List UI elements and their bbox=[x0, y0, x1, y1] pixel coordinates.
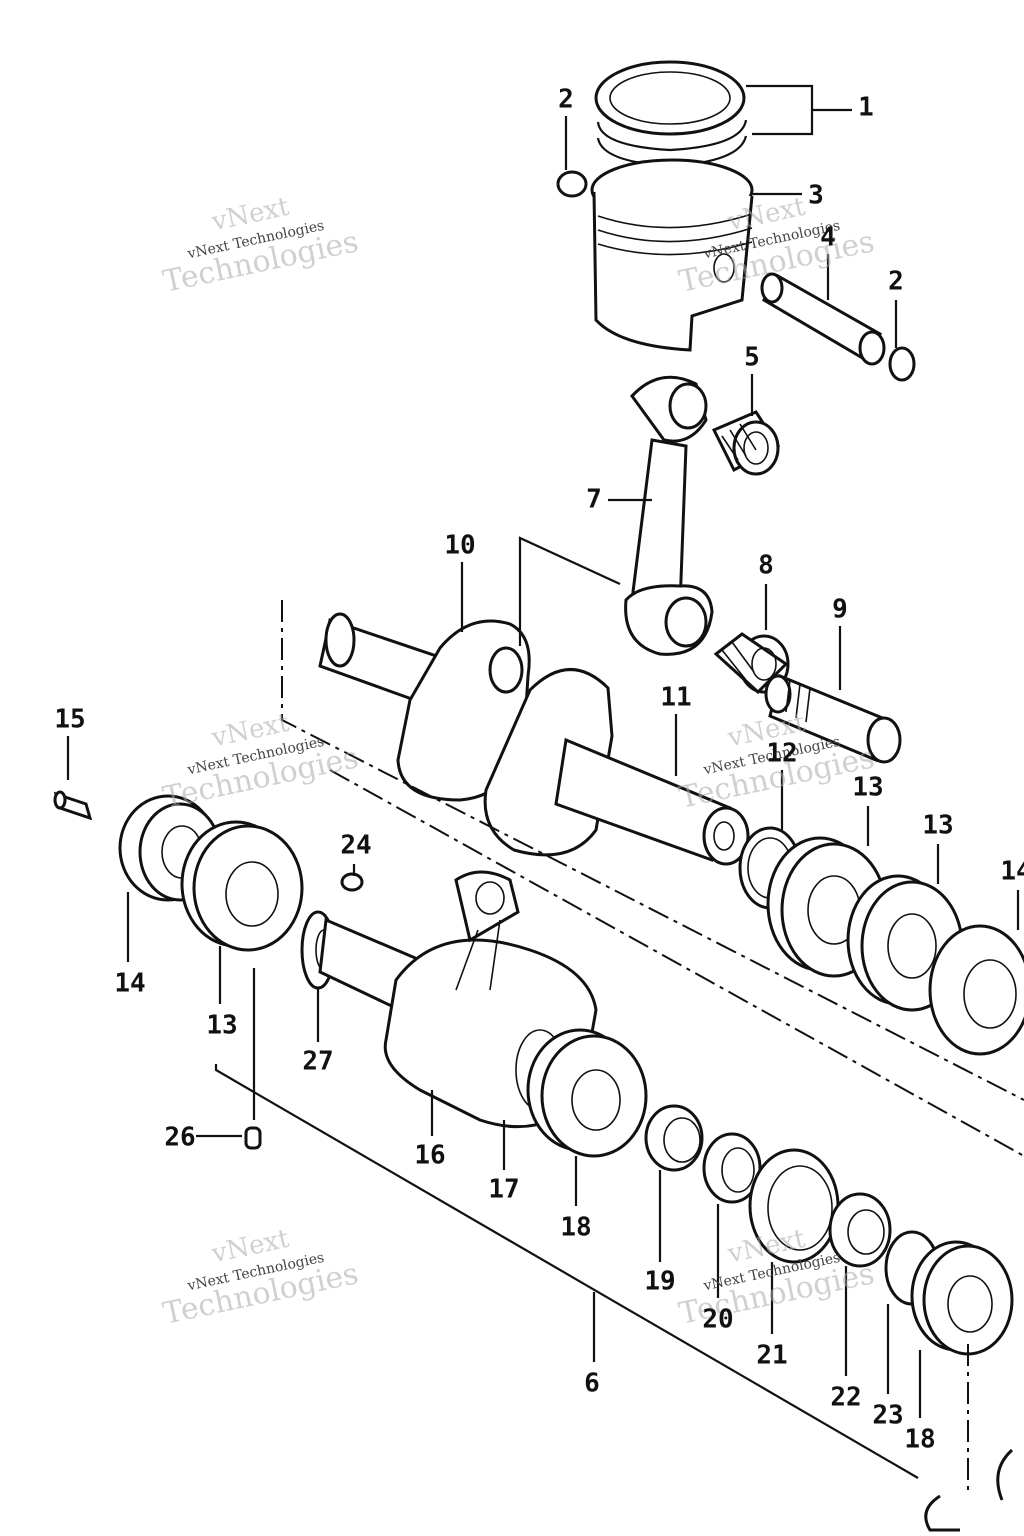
seal-22 bbox=[828, 1192, 892, 1268]
callout-c1: 1 bbox=[858, 93, 874, 123]
callout-c14b: 14 bbox=[114, 969, 145, 999]
callout-c13b: 13 bbox=[922, 811, 953, 841]
leader-1 bbox=[746, 84, 852, 136]
callout-c9: 9 bbox=[832, 595, 848, 625]
dowel-26 bbox=[244, 1126, 262, 1150]
piston bbox=[590, 158, 754, 352]
assembly-axis-upper bbox=[281, 600, 1024, 1101]
callout-c21: 21 bbox=[756, 1341, 787, 1371]
callout-c11: 11 bbox=[660, 683, 691, 713]
left-crankshaft bbox=[318, 612, 531, 802]
left-bearing-13c bbox=[180, 820, 304, 952]
callout-c2a: 2 bbox=[558, 85, 574, 115]
callout-c12: 12 bbox=[766, 739, 797, 769]
callout-layer: 1234257108911151213131424141327261617181… bbox=[54, 85, 1024, 1455]
callout-c20: 20 bbox=[702, 1305, 733, 1335]
piston-rings bbox=[594, 60, 748, 168]
bolt-15 bbox=[53, 790, 93, 821]
circlip-bottom-right bbox=[924, 1448, 1014, 1532]
callout-c26: 26 bbox=[164, 1123, 195, 1153]
callout-c24: 24 bbox=[340, 831, 371, 861]
callout-c3: 3 bbox=[808, 181, 824, 211]
callout-c13c: 13 bbox=[206, 1011, 237, 1041]
leader-6-bracket bbox=[214, 1064, 919, 1479]
callout-c7: 7 bbox=[586, 485, 602, 515]
callout-c4: 4 bbox=[820, 223, 836, 253]
collar-19 bbox=[644, 1104, 704, 1172]
connecting-rod bbox=[624, 375, 714, 656]
callout-c10: 10 bbox=[444, 531, 475, 561]
small-end-bearing bbox=[711, 410, 781, 476]
piston-pin-clip-left bbox=[556, 170, 588, 198]
callout-c2b: 2 bbox=[888, 267, 904, 297]
callout-c18a: 18 bbox=[560, 1213, 591, 1243]
callout-c6: 6 bbox=[584, 1369, 600, 1399]
callout-c5: 5 bbox=[744, 343, 760, 373]
callout-c27: 27 bbox=[302, 1047, 333, 1077]
callout-c23: 23 bbox=[872, 1401, 903, 1431]
right-crankshaft bbox=[483, 668, 750, 866]
callout-c8: 8 bbox=[758, 551, 774, 581]
woodruff-key-24 bbox=[340, 872, 364, 892]
callout-c14a: 14 bbox=[1000, 857, 1024, 887]
leader-10-bracket bbox=[518, 536, 621, 646]
callout-c17: 17 bbox=[488, 1175, 519, 1205]
crank-pin bbox=[764, 673, 902, 764]
callout-c18b: 18 bbox=[904, 1425, 935, 1455]
callout-c19: 19 bbox=[644, 1267, 675, 1297]
lower-bearing-18b bbox=[910, 1240, 1014, 1356]
callout-c15: 15 bbox=[54, 705, 85, 735]
callout-c16: 16 bbox=[414, 1141, 445, 1171]
piston-pin-clip-right bbox=[888, 346, 916, 382]
upper-seal-14 bbox=[928, 924, 1024, 1056]
callout-c13a: 13 bbox=[852, 773, 883, 803]
callout-c22: 22 bbox=[830, 1383, 861, 1413]
assembly-axis-lower bbox=[329, 769, 1024, 1157]
lower-bearing-18a bbox=[526, 1028, 648, 1158]
piston-pin bbox=[760, 272, 886, 366]
